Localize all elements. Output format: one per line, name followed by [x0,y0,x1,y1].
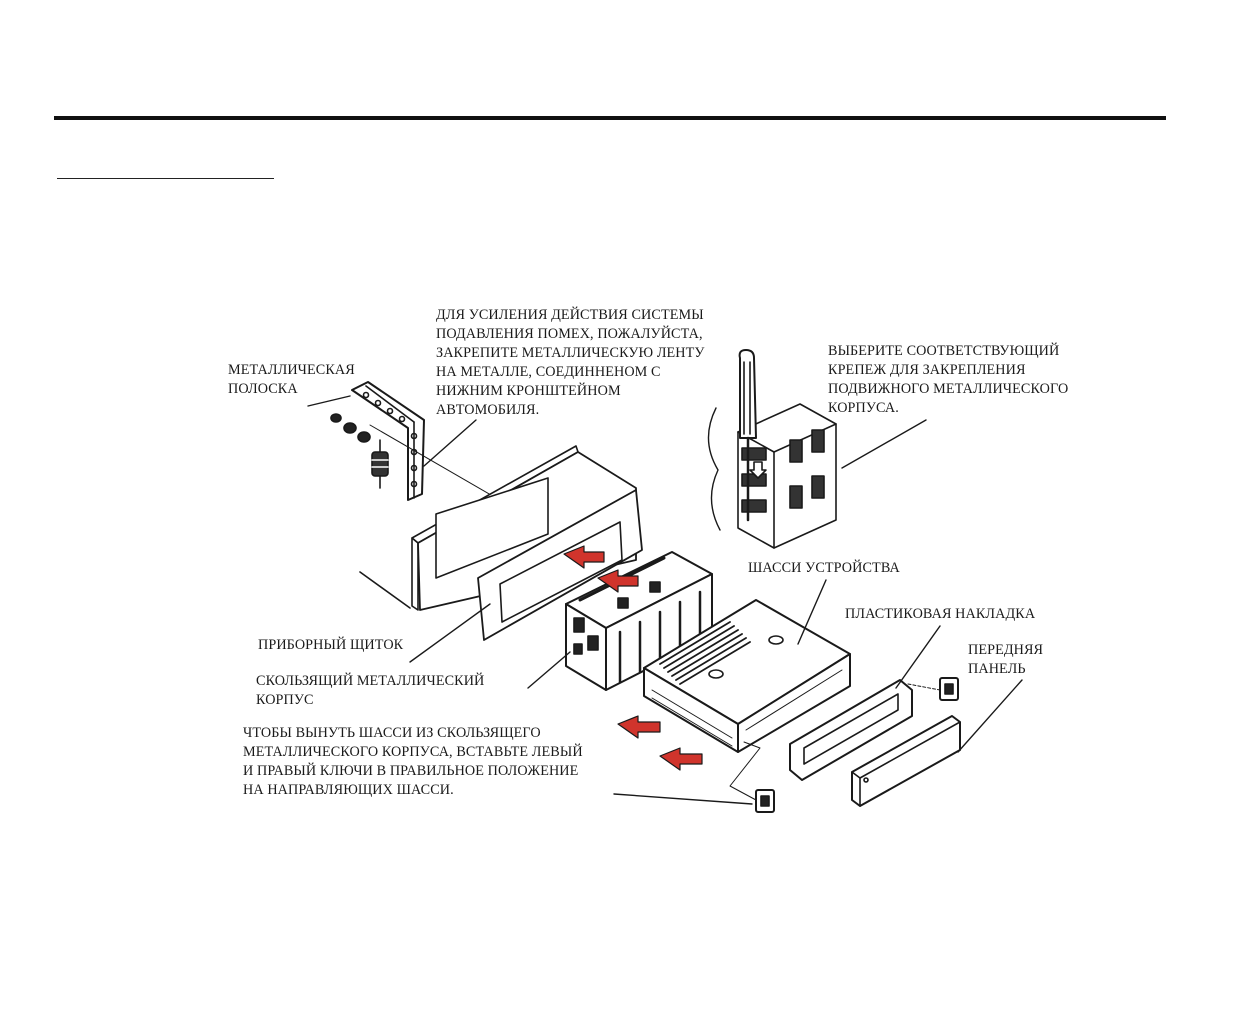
label-line: ШАССИ УСТРОЙСТВА [748,560,900,576]
label-noise-note: ДЛЯ УСИЛЕНИЯ ДЕЙСТВИЯ СИСТЕМЫ ПОДАВЛЕНИЯ… [436,306,705,420]
label-line: МЕТАЛЛИЧЕСКАЯ [228,362,355,378]
label-line: СКОЛЬЗЯЩИЙ МЕТАЛЛИЧЕСКИЙ [256,673,485,689]
label-line: ПАНЕЛЬ [968,661,1026,677]
label-line: КРЕПЕЖ ДЛЯ ЗАКРЕПЛЕНИЯ [828,362,1026,378]
label-line: ДЛЯ УСИЛЕНИЯ ДЕЙСТВИЯ СИСТЕМЫ [436,307,704,323]
label-line: КОРПУСА. [828,400,899,416]
label-line: АВТОМОБИЛЯ. [436,402,540,418]
arrow-icon [597,569,639,593]
label-line: МЕТАЛЛИЧЕСКОГО КОРПУСА, ВСТАВЬТЕ ЛЕВЫЙ [243,744,583,760]
label-line: КОРПУС [256,692,314,708]
leader-removal [613,793,753,805]
screwdriver-inset [707,349,837,549]
arrow-icon [659,747,703,771]
leader-noise-note [423,419,477,467]
label-line: ПРИБОРНЫЙ ЩИТОК [258,637,404,653]
leader-chassis [797,579,827,645]
arrow-icon [617,715,661,739]
label-line: ПЛАСТИКОВАЯ НАКЛАДКА [845,606,1036,622]
dashboard-trim [477,489,643,641]
label-front-panel: ПЕРЕДНЯЯ ПАНЕЛЬ [968,641,1043,679]
label-line: ПЕРЕДНЯЯ [968,642,1044,658]
label-dashboard: ПРИБОРНЫЙ ЩИТОК [258,636,403,655]
header-rule [54,116,1166,120]
label-line: И ПРАВЫЙ КЛЮЧИ В ПРАВИЛЬНОЕ ПОЛОЖЕНИЕ [243,763,579,779]
release-key-right [939,677,959,701]
sliding-sleeve [565,551,713,691]
leader-metal-strip [307,395,351,407]
leader-lines [307,395,1023,805]
leader-front-panel [957,679,1023,753]
label-line: ВЫБЕРИТЕ СООТВЕТСТВУЮЩИЙ [828,343,1060,359]
chassis-unit [643,599,851,753]
release-key-left [755,789,775,813]
label-line: НИЖНИМ КРОНШТЕЙНОМ [436,383,621,399]
label-line: ЧТОБЫ ВЫНУТЬ ШАССИ ИЗ СКОЛЬЗЯЩЕГО [243,725,541,741]
label-line: НА МЕТАЛЛЕ, СОЕДИННЕНОМ С [436,364,661,380]
label-line: ПОДАВЛЕНИЯ ПОМЕХ, ПОЖАЛУЙСТА, [436,326,703,342]
label-line: ПОЛОСКА [228,381,298,397]
label-removal-note: ЧТОБЫ ВЫНУТЬ ШАССИ ИЗ СКОЛЬЗЯЩЕГО МЕТАЛЛ… [243,724,583,800]
insert-arrows [563,545,703,771]
label-sleeve: СКОЛЬЗЯЩИЙ МЕТАЛЛИЧЕСКИЙ КОРПУС [256,672,484,710]
plastic-trim [789,679,913,781]
leader-plastic-trim [895,625,941,689]
label-line: ЗАКРЕПИТЕ МЕТАЛЛИЧЕСКУЮ ЛЕНТУ [436,345,705,361]
label-metal-strip: МЕТАЛЛИЧЕСКАЯ ПОЛОСКА [228,361,355,399]
label-line: ПОДВИЖНОГО МЕТАЛЛИЧЕСКОГО [828,381,1069,397]
label-chassis: ШАССИ УСТРОЙСТВА [748,559,900,578]
label-fastener-note: ВЫБЕРИТЕ СООТВЕТСТВУЮЩИЙ КРЕПЕЖ ДЛЯ ЗАКР… [828,342,1068,418]
section-underline [57,178,274,179]
arrow-icon [563,545,605,569]
label-plastic-trim: ПЛАСТИКОВАЯ НАКЛАДКА [845,605,1035,624]
leader-dashboard [409,603,491,663]
leader-sleeve [527,651,571,689]
leader-fastener [841,419,927,469]
label-line: НА НАПРАВЛЯЮЩИХ ШАССИ. [243,782,454,798]
